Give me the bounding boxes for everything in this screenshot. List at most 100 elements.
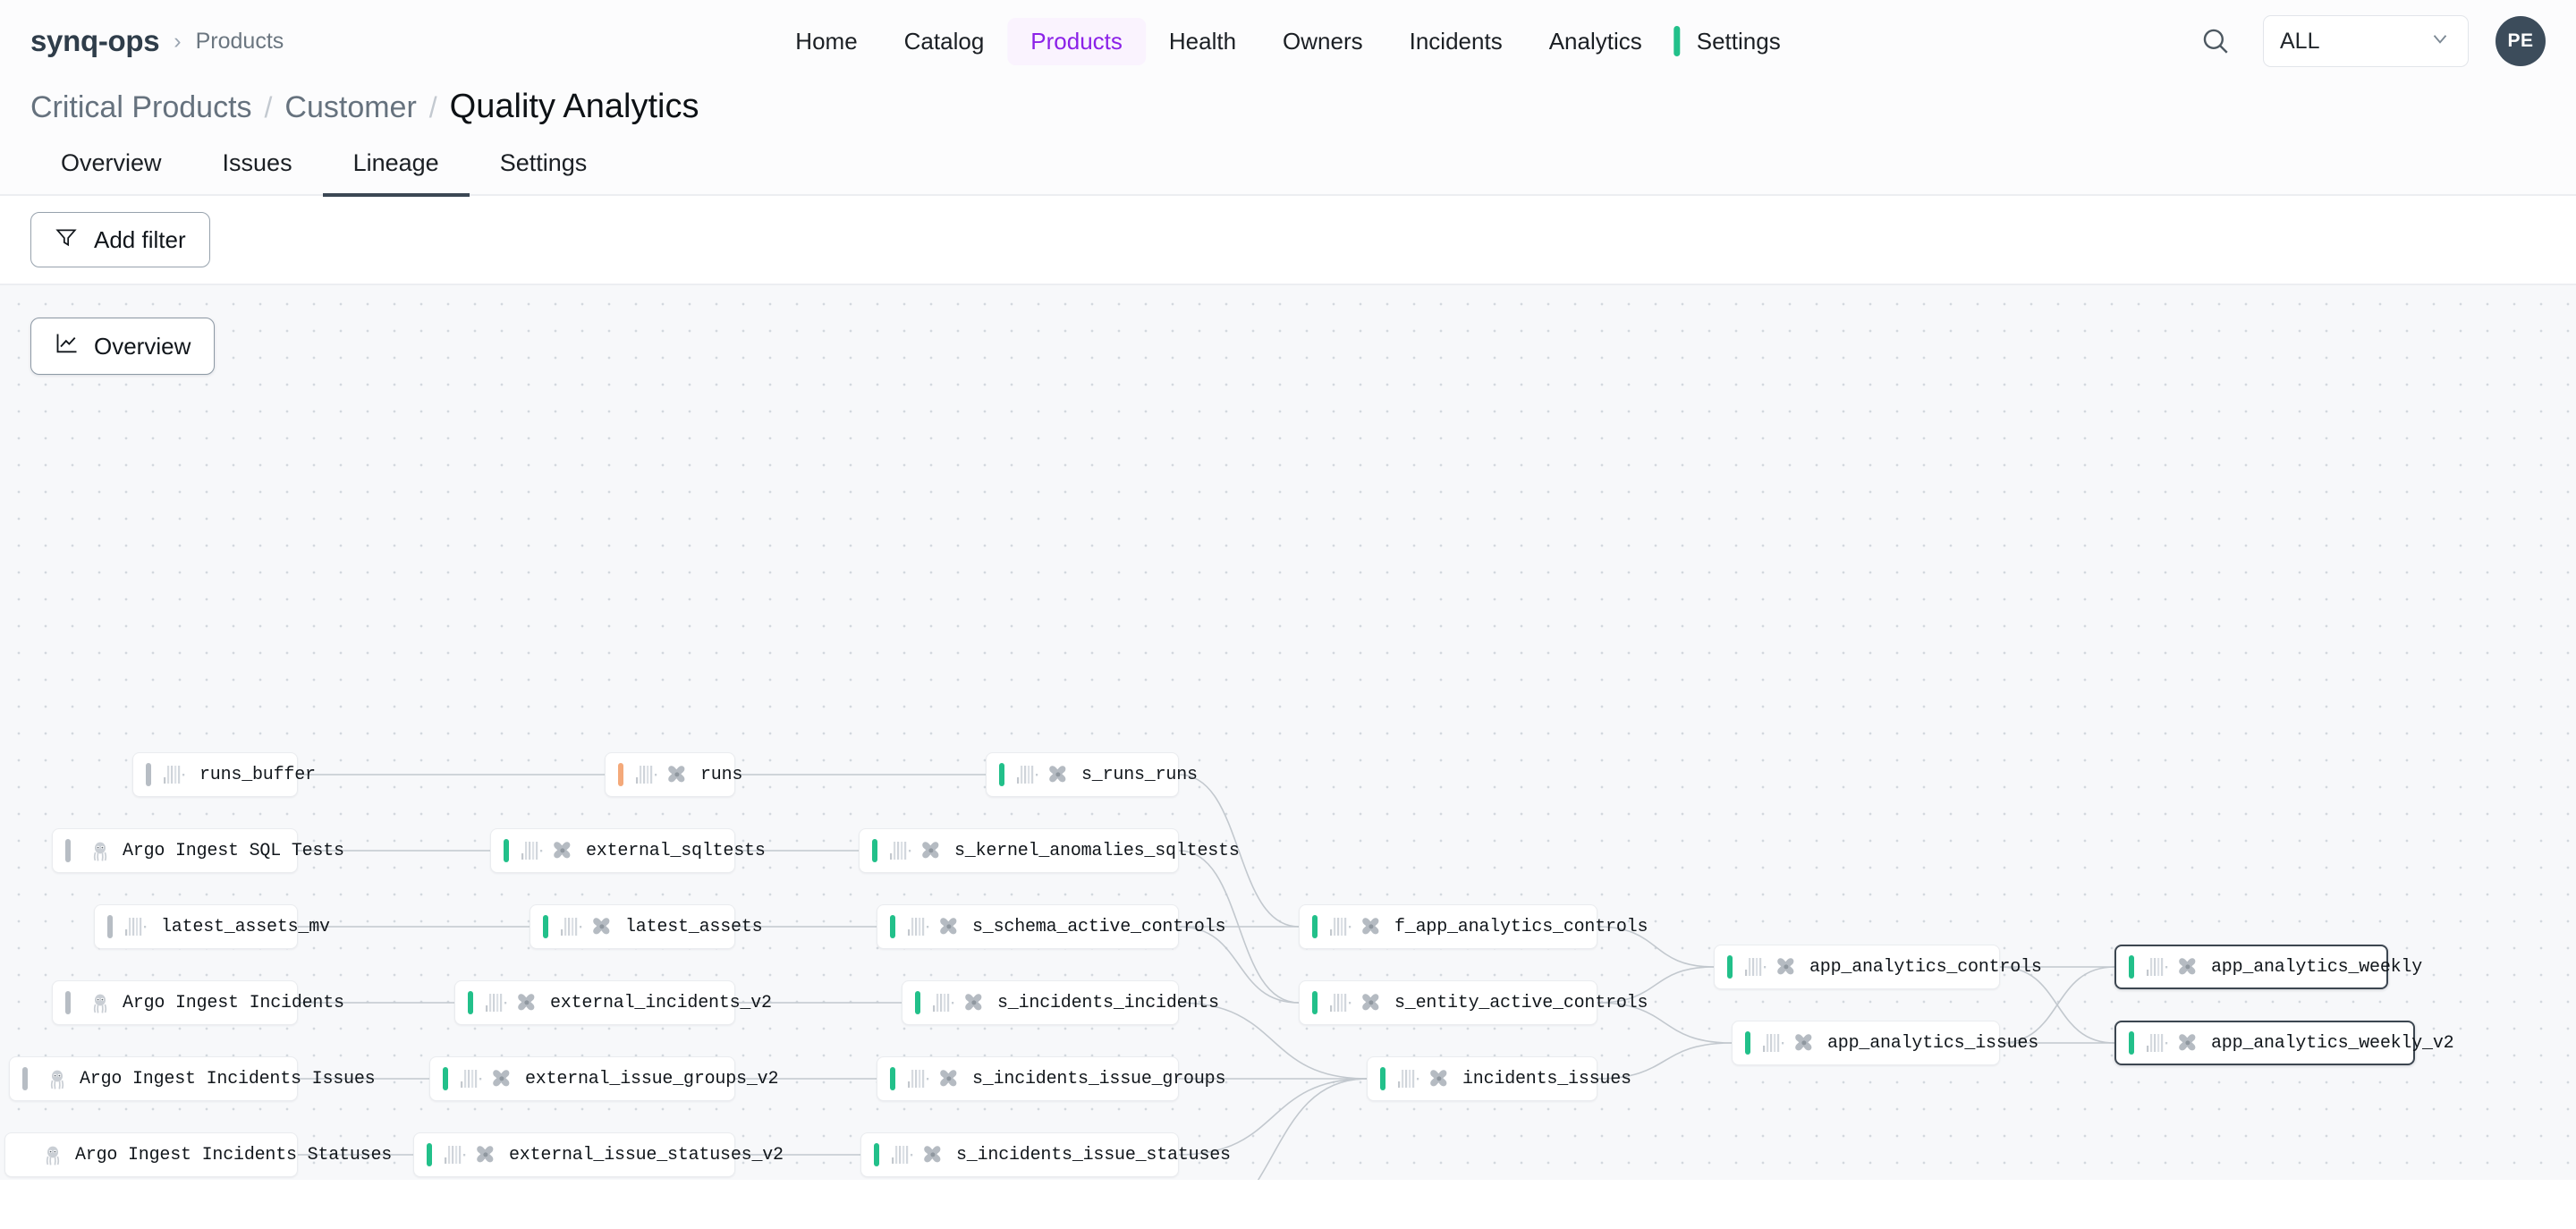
lineage-node-label: s_schema_active_controls <box>972 916 1226 937</box>
table-icon <box>1318 994 1353 1012</box>
lineage-node-label: s_entity_active_controls <box>1394 992 1648 1013</box>
lineage-node-app_analytics_issues[interactable]: app_analytics_issues <box>1732 1021 2038 1065</box>
node-status-bar <box>1727 955 1733 979</box>
table-icon <box>113 918 148 936</box>
node-status-bar <box>443 1067 448 1090</box>
lineage-node-label: s_runs_runs <box>1081 764 1198 785</box>
lineage-node-app_analytics_weekly_v2[interactable]: app_analytics_weekly_v2 <box>2114 1021 2454 1065</box>
lineage-node-runs_buffer[interactable]: runs_buffer <box>132 752 316 797</box>
add-filter-label: Add filter <box>94 225 186 253</box>
lineage-edge <box>1597 1042 1733 1080</box>
node-status-bar <box>2129 1031 2134 1055</box>
lineage-node-s_entity_active_controls[interactable]: s_entity_active_controls <box>1299 980 1648 1025</box>
lineage-edge <box>1597 1002 1733 1044</box>
line-chart-icon <box>55 331 80 362</box>
nav-item-health[interactable]: Health <box>1168 27 1237 55</box>
table-icon <box>548 918 584 936</box>
lineage-node-label: s_incidents_issue_groups <box>972 1068 1226 1089</box>
nav-item-products[interactable]: Products <box>1007 17 1146 65</box>
lineage-node-label: external_sqltests <box>586 840 766 861</box>
lineage-node-label: latest_assets_mv <box>161 916 330 937</box>
nav-item-settings[interactable]: Settings <box>1665 16 1804 66</box>
overview-button-label: Overview <box>94 332 191 360</box>
table-icon <box>1004 766 1040 784</box>
node-status-bar <box>18 1143 23 1166</box>
lineage-node-label: s_incidents_incidents <box>997 992 1219 1013</box>
breadcrumb-item-customer[interactable]: Customer <box>284 90 417 124</box>
lineage-node-latest_assets[interactable]: latest_assets <box>530 904 763 949</box>
search-icon[interactable] <box>2195 21 2236 62</box>
nav-item-catalog[interactable]: Catalog <box>903 27 985 55</box>
top-navigation-bar: synq-ops › Products Home Catalog Product… <box>0 0 2576 82</box>
breadcrumb-item-critical-products[interactable]: Critical Products <box>30 90 252 124</box>
app-brand[interactable]: synq-ops <box>30 24 160 57</box>
lineage-node-argo_ingest_incidents[interactable]: Argo Ingest Incidents <box>52 980 344 1025</box>
tab-issues[interactable]: Issues <box>222 149 292 176</box>
node-status-bar <box>65 991 71 1014</box>
dbt-icon <box>931 916 960 937</box>
overview-button[interactable]: Overview <box>30 318 216 375</box>
lineage-edge <box>1178 1002 1368 1080</box>
chevron-down-icon <box>2428 27 2452 56</box>
avatar[interactable]: PE <box>2496 16 2546 66</box>
dbt-icon <box>2170 956 2199 978</box>
table-icon <box>151 766 187 784</box>
brand-crumb-products[interactable]: Products <box>195 28 284 54</box>
node-status-bar <box>22 1067 28 1090</box>
table-icon <box>920 994 956 1012</box>
table-icon <box>1318 918 1353 936</box>
lineage-node-argo_ingest_incidents_issues[interactable]: Argo Ingest Incidents Issues <box>9 1056 376 1101</box>
lineage-edge <box>1178 1078 1368 1156</box>
table-icon <box>509 842 545 860</box>
lineage-node-runs[interactable]: runs <box>605 752 742 797</box>
lineage-node-incidents_issues[interactable]: incidents_issues <box>1367 1056 1631 1101</box>
lineage-node-label: app_analytics_weekly_v2 <box>2211 1032 2454 1054</box>
node-status-bar <box>1380 1067 1385 1090</box>
table-icon <box>1385 1070 1421 1088</box>
lineage-node-s_incidents_issue_groups[interactable]: s_incidents_issue_groups <box>877 1056 1225 1101</box>
dbt-icon <box>1786 1032 1815 1054</box>
nav-item-incidents[interactable]: Incidents <box>1409 27 1503 55</box>
tab-settings[interactable]: Settings <box>499 149 588 176</box>
nav-item-owners[interactable]: Owners <box>1283 27 1363 55</box>
lineage-node-latest_assets_mv[interactable]: latest_assets_mv <box>94 904 330 949</box>
table-icon <box>1733 958 1768 976</box>
lineage-node-argo_ingest_sql_tests[interactable]: Argo Ingest SQL Tests <box>52 828 344 873</box>
lineage-edge <box>1597 966 1715 1004</box>
lineage-node-s_kernel_anomalies_sqltests[interactable]: s_kernel_anomalies_sqltests <box>859 828 1240 873</box>
scope-select[interactable]: ALL <box>2263 15 2469 67</box>
nav-item-settings-label: Settings <box>1696 27 1781 55</box>
lineage-node-external_incidents_v2[interactable]: external_incidents_v2 <box>454 980 772 1025</box>
lineage-node-s_incidents_incidents[interactable]: s_incidents_incidents <box>902 980 1219 1025</box>
add-filter-button[interactable]: Add filter <box>30 212 210 267</box>
node-status-bar <box>915 991 920 1014</box>
lineage-node-external_issue_groups_v2[interactable]: external_issue_groups_v2 <box>429 1056 778 1101</box>
table-icon <box>623 766 659 784</box>
dbt-icon <box>1421 1068 1450 1089</box>
table-icon <box>473 994 509 1012</box>
dbt-icon <box>2170 1032 2199 1054</box>
dbt-icon <box>545 840 573 861</box>
lineage-node-label: external_issue_statuses_v2 <box>509 1144 784 1165</box>
filter-toolbar: Add filter <box>0 196 2576 285</box>
lineage-node-s_schema_active_controls[interactable]: s_schema_active_controls <box>877 904 1225 949</box>
argo-icon <box>83 992 110 1013</box>
lineage-edge <box>1999 966 2115 1044</box>
lineage-node-argo_ingest_incidents_statuses[interactable]: Argo Ingest Incidents Statuses <box>4 1132 392 1177</box>
scope-select-value: ALL <box>2280 28 2320 54</box>
lineage-node-app_analytics_controls[interactable]: app_analytics_controls <box>1714 945 2042 989</box>
lineage-node-external_issue_statuses_v2[interactable]: external_issue_statuses_v2 <box>413 1132 784 1177</box>
tab-lineage[interactable]: Lineage <box>322 149 470 197</box>
node-status-bar <box>890 1067 895 1090</box>
tab-overview[interactable]: Overview <box>61 149 162 176</box>
nav-item-analytics[interactable]: Analytics <box>1548 27 1642 55</box>
lineage-node-s_incidents_issue_statuses[interactable]: s_incidents_issue_statuses <box>860 1132 1231 1177</box>
nav-item-home[interactable]: Home <box>795 27 858 55</box>
dbt-icon <box>1353 916 1382 937</box>
lineage-node-s_runs_runs[interactable]: s_runs_runs <box>986 752 1198 797</box>
lineage-node-f_app_analytics_controls[interactable]: f_app_analytics_controls <box>1299 904 1648 949</box>
lineage-node-external_sqltests[interactable]: external_sqltests <box>490 828 766 873</box>
lineage-node-app_analytics_weekly[interactable]: app_analytics_weekly <box>2114 945 2422 989</box>
node-status-bar <box>65 839 71 862</box>
